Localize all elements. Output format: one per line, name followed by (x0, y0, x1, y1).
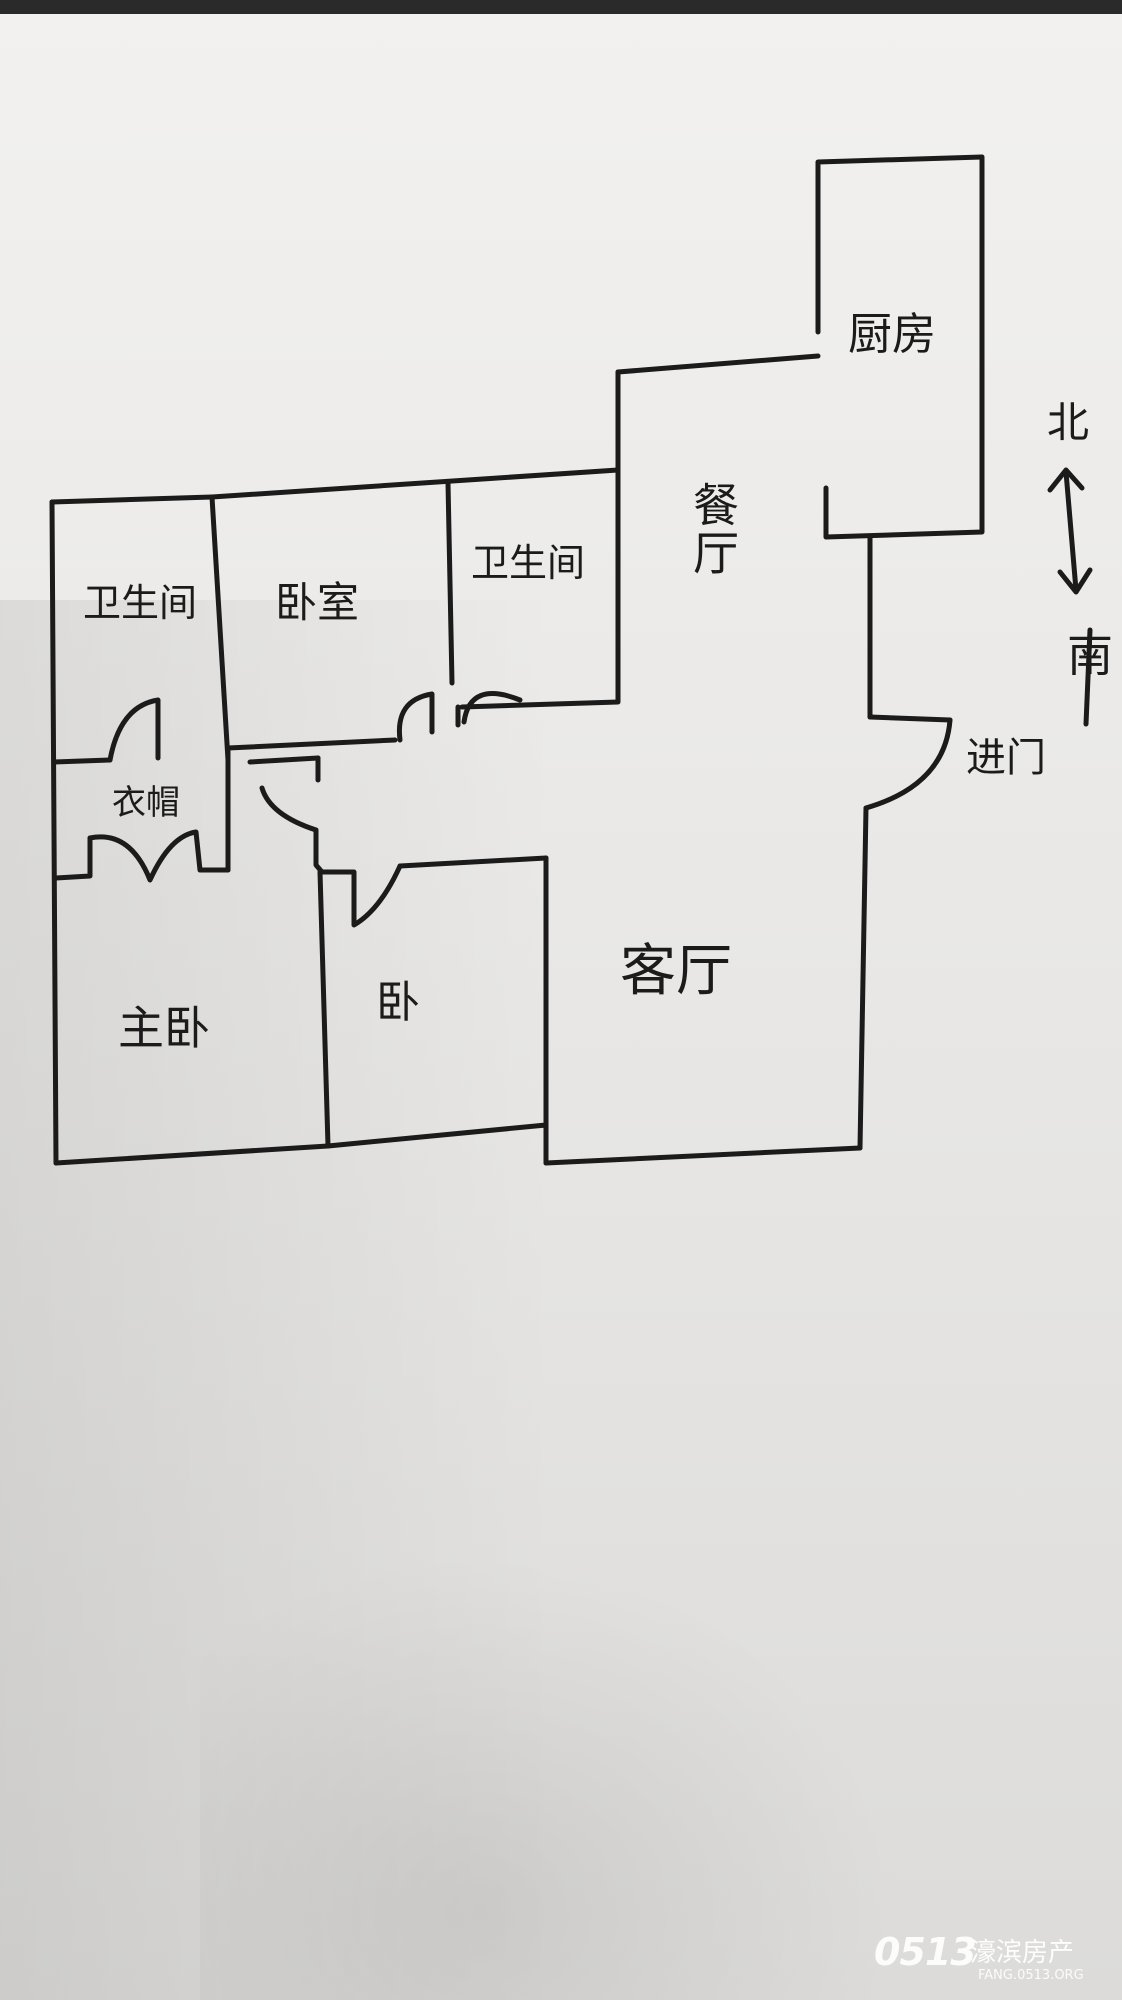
bathroom-bottom (51, 757, 113, 765)
compass-south-label: 南 (1067, 628, 1113, 682)
bedroom-bottom (225, 737, 398, 751)
entrance-door (863, 717, 953, 811)
bathroom-door (107, 697, 161, 763)
bottom-wall (53, 1143, 331, 1166)
compass-arrow (1063, 469, 1079, 593)
bottom-wall (543, 1145, 863, 1166)
compass-arrow (1083, 627, 1093, 727)
watermark-url: FANG.0513.ORG (978, 1968, 1084, 1983)
compass-north-label: 北 (1046, 398, 1090, 447)
left-wall (49, 499, 59, 1166)
closet-wall (53, 829, 231, 883)
top-wall (209, 467, 621, 500)
room-label-living: 客厅 (620, 939, 732, 1004)
room-label-closet: 衣帽 (112, 783, 180, 823)
right-wall (857, 805, 869, 1151)
dining-wall (459, 369, 621, 710)
bedroom-door (396, 691, 435, 743)
bottom-wall (325, 1122, 549, 1166)
corridor-wall (247, 755, 321, 765)
master-wall (313, 827, 325, 875)
compass-arrow (1047, 467, 1085, 493)
master-wall (317, 869, 331, 1149)
dining-wall (615, 353, 821, 375)
bedroom-small-wall (397, 855, 549, 869)
room-label-kitchen: 厨房 (848, 309, 936, 360)
room-label-bathroom-left: 卫生间 (82, 581, 198, 625)
room-divider (445, 480, 455, 686)
bathroom-mid-door (461, 691, 523, 725)
watermark-name: 濠滨房产 (970, 1938, 1075, 1968)
entrance-label: 进门 (966, 735, 1046, 781)
top-wall (49, 494, 215, 505)
room-label-master-bedroom: 主卧 (118, 1001, 210, 1055)
corridor-door (259, 785, 319, 833)
compass-arrow (1057, 567, 1093, 595)
kitchen-wall (815, 154, 985, 540)
entrance-door (867, 714, 953, 723)
room-label-bedroom-top: 卧室 (274, 578, 360, 627)
site-watermark: 0513 濠滨房产 FANG.0513.ORG (874, 1928, 1104, 1988)
room-label-dining: 餐厅 (693, 478, 739, 581)
bedroom-small-wall (319, 863, 403, 928)
room-label-bathroom-mid: 卫生间 (470, 541, 586, 585)
room-label-bedroom-small: 卧 (376, 977, 420, 1028)
watermark-logo: 0513 (874, 1930, 977, 1974)
room-divider (209, 494, 231, 763)
